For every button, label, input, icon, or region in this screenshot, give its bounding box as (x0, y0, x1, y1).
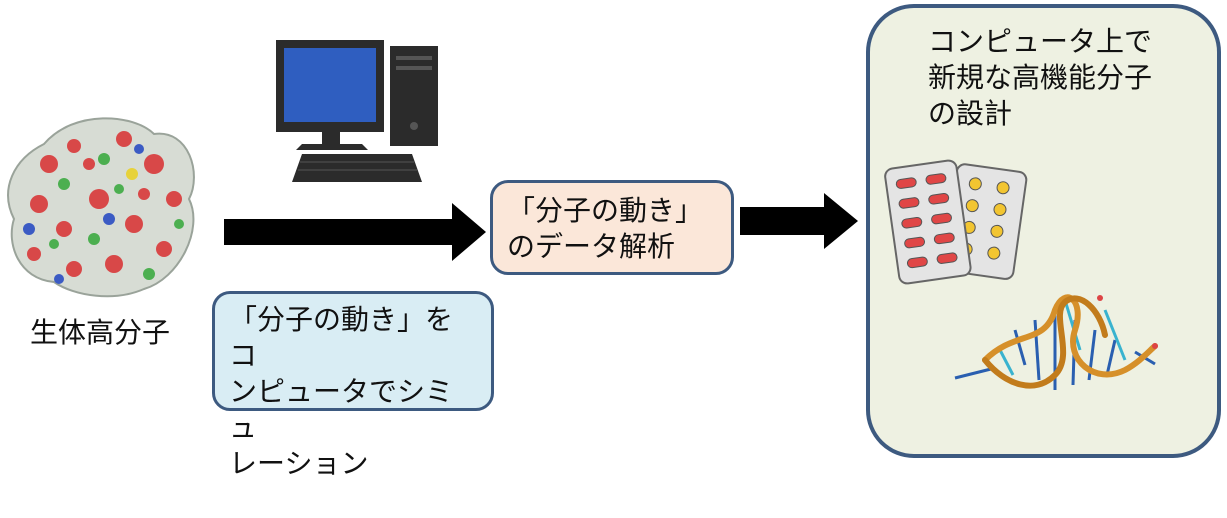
biopolymer-label: 生体高分子 (30, 316, 171, 349)
design-line-1: コンピュータ上で (928, 25, 1153, 58)
arrow-right-icon (740, 193, 858, 249)
analysis-line-2: のデータ解析 (507, 230, 676, 263)
desktop-computer-icon (276, 40, 438, 182)
arrow-right-icon (224, 203, 486, 261)
protein-surface-icon (7, 117, 195, 298)
analysis-box: 「分子の動き」 のデータ解析 (490, 180, 734, 275)
pill-blister-icon (884, 159, 1028, 285)
design-line-3: の設計 (928, 97, 1013, 130)
simulation-box: 「分子の動き」をコ ンピュータでシミュ レーション (212, 291, 494, 480)
simulation-line-3: レーション (229, 447, 369, 480)
dna-helix-icon (954, 294, 1158, 390)
analysis-line-1: 「分子の動き」 (507, 194, 704, 227)
design-title: コンピュータ上で 新規な高機能分子 の設計 (928, 24, 1152, 132)
simulation-line-2: ンピュータでシミュ (229, 375, 454, 444)
design-line-2: 新規な高機能分子 (928, 61, 1153, 94)
simulation-line-1: 「分子の動き」をコ (229, 303, 454, 372)
